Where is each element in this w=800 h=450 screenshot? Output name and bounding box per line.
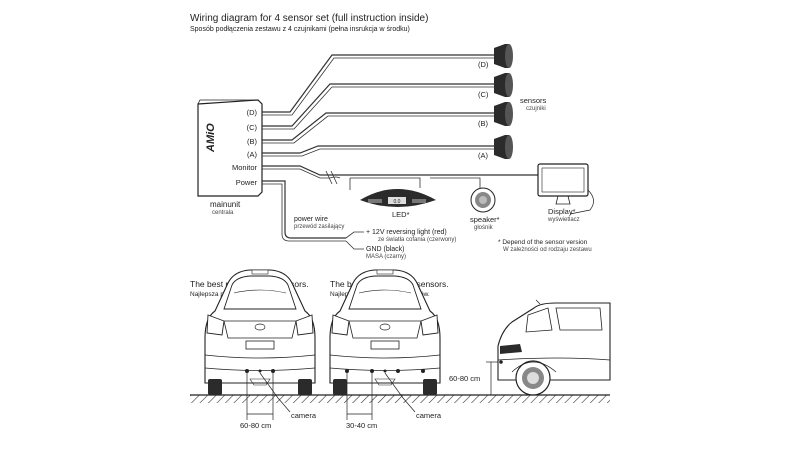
sensor-dot (245, 369, 249, 373)
distance-2-sensors: 60-80 cm (240, 421, 271, 430)
speaker-icon: speaker* głośnik (470, 187, 500, 231)
sensor-dot (421, 369, 425, 373)
power-wire-label: power wire (294, 216, 328, 223)
display-label-pl: wyświetlacz (547, 217, 580, 223)
camera-label-4: camera (416, 411, 442, 420)
version-note: * Depend of the sensor version (498, 239, 588, 246)
dimension-4-sensors: camera 30-40 cm (346, 372, 442, 430)
camera-dot (383, 369, 387, 373)
camera-label-2: camera (291, 411, 317, 420)
car-side-view (497, 299, 611, 396)
speaker-label-pl: głośnik (474, 225, 494, 231)
sensor-dot (396, 369, 400, 373)
car-rear-2-sensors (204, 269, 316, 396)
port-monitor-label: Monitor (232, 163, 258, 172)
reversing-light-label-pl: ze światła cofania (czerwony) (378, 237, 456, 243)
svg-text:(C): (C) (478, 90, 489, 99)
port-c-label: (C) (247, 123, 258, 132)
svg-text:(B): (B) (478, 119, 489, 128)
sensor-c: (C) (478, 73, 513, 99)
speaker-label: speaker* (470, 215, 500, 224)
display-monitor-icon: Display* wyświetlacz (537, 163, 594, 223)
power-wire-label-pl: przewód zasilający (294, 224, 344, 230)
main-unit-ports: (D) (C) (B) (A) Monitor Power (232, 108, 258, 187)
brand-logo: AMiO (205, 123, 217, 153)
sensor-d: (D) (478, 44, 513, 69)
sensor-dot (499, 360, 503, 364)
svg-text:(A): (A) (478, 151, 489, 160)
led-label: LED* (392, 210, 410, 219)
diagram-subtitle: Sposób podłączenia zestawu z 4 czujnikam… (190, 26, 410, 33)
sensor-dot (271, 369, 275, 373)
sensor-dot (345, 369, 349, 373)
height-label: 60-80 cm (449, 374, 480, 383)
camera-dot (258, 369, 262, 373)
display-label: Display* (548, 207, 576, 216)
sensor-a: (A) (478, 135, 513, 160)
led-readout: 0.0 (394, 199, 401, 205)
svg-text:(D): (D) (478, 60, 489, 69)
diagram-title: Wiring diagram for 4 sensor set (full in… (190, 13, 428, 24)
height-dimension: 60-80 cm (449, 361, 498, 395)
gnd-label-pl: MASA (czarny) (366, 254, 406, 260)
sensor-dot (370, 369, 374, 373)
version-note-pl: W zależności od rodzaju zestawu (503, 247, 592, 253)
port-a-label: (A) (247, 150, 258, 159)
sensor-b: (B) (478, 102, 513, 128)
port-d-label: (D) (247, 108, 258, 117)
led-display: 0.0 LED* (360, 189, 436, 219)
gnd-label: GND (black) (366, 246, 405, 253)
port-b-label: (B) (247, 137, 258, 146)
sensors-label: sensors (520, 96, 547, 105)
mainunit-label: mainunit (210, 200, 241, 209)
port-power-label: Power (236, 178, 258, 187)
reversing-light-label: + 12V reversing light (red) (366, 229, 447, 236)
mainunit-label-pl: centrala (212, 210, 234, 216)
sensors-label-pl: czujniki (526, 106, 546, 112)
sensor-wires (262, 54, 540, 250)
ground-hatch (190, 395, 610, 403)
distance-4-sensors: 30-40 cm (346, 421, 377, 430)
dimension-2-sensors: camera 60-80 cm (240, 372, 317, 430)
main-unit: AMiO (197, 99, 263, 197)
car-rear-4-sensors (329, 269, 441, 396)
